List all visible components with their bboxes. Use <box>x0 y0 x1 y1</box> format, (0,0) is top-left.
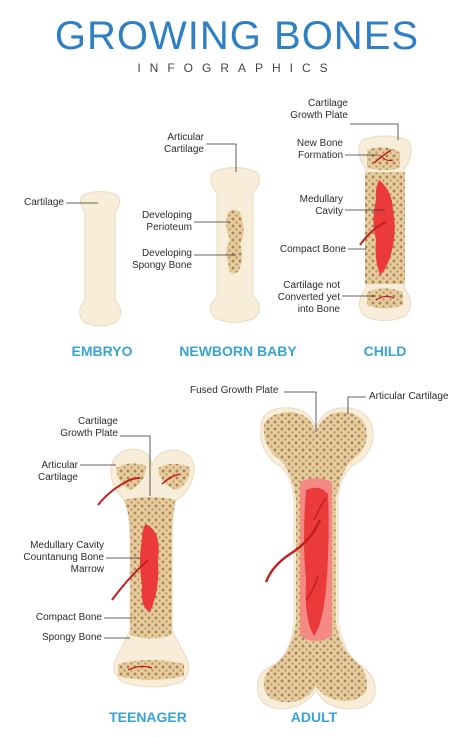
newborn-spongy-line2: Spongy Bone <box>131 260 192 271</box>
newborn-articular-label: Articular Cartilage <box>140 132 204 156</box>
teen-articular-label: Articular Cartilage <box>20 460 78 484</box>
newborn-perioteum-line2: Perioteum <box>146 222 192 233</box>
adult-bone <box>256 407 376 710</box>
teenager-bone <box>97 448 195 688</box>
newborn-spongy-line1: Developing <box>141 248 192 259</box>
child-newbone-label: New Bone Formation <box>278 138 343 162</box>
child-growth-line2: Growth Plate <box>290 110 348 121</box>
child-medullary-line2: Cavity <box>315 206 343 217</box>
newborn-articular-pointer <box>206 143 237 172</box>
child-notconv-label: Cartilage not Converted yet into Bone <box>268 280 340 316</box>
child-newbone-line1: New Bone <box>296 138 343 149</box>
page-title: GROWING BONES <box>54 14 420 58</box>
teen-medullary-line1: Medullary Cavity <box>30 540 104 551</box>
adult-articular-pointer <box>347 396 366 414</box>
child-newbone-line2: Formation <box>297 150 343 161</box>
child-notconv-line3: into Bone <box>297 304 340 315</box>
teen-growth-label: Cartilage Growth Plate <box>44 416 118 440</box>
newborn-perioteum-label: Developing Perioteum <box>126 210 192 234</box>
stage-newborn: NEWBORN BABY <box>179 343 297 359</box>
newborn-articular-line2: Cartilage <box>163 144 204 155</box>
stage-teenager: TEENAGER <box>109 709 187 725</box>
adult-articular-label: Articular Cartilage <box>369 391 449 402</box>
teen-growth-line2: Growth Plate <box>60 428 118 439</box>
child-notconv-line1: Cartilage not <box>283 280 340 291</box>
stage-embryo: EMBRYO <box>71 343 133 359</box>
stage-child: CHILD <box>363 343 407 359</box>
teen-medullary-line2: Countanung Bone <box>23 552 104 563</box>
child-bone <box>358 135 412 321</box>
teen-medullary-label: Medullary Cavity Countanung Bone Marrow <box>8 540 104 576</box>
child-medullary-line1: Medullary <box>299 194 343 205</box>
child-medullary-label: Medullary Cavity <box>283 194 343 218</box>
newborn-bone <box>210 167 260 323</box>
teen-growth-pointer <box>120 435 151 496</box>
child-compact-label: Compact Bone <box>279 244 346 255</box>
adult-fused-label: Fused Growth Plate <box>190 385 279 396</box>
page-subtitle: INFOGRAPHICS <box>137 61 337 75</box>
embryo-bone <box>79 191 122 327</box>
teen-medullary-line3: Marrow <box>70 564 104 575</box>
teen-articular-line1: Articular <box>41 460 78 471</box>
child-growth-line1: Cartilage <box>307 98 348 109</box>
teen-spongy-label: Spongy Bone <box>41 632 102 643</box>
newborn-perioteum-line1: Developing <box>141 210 192 221</box>
newborn-articular-line1: Articular <box>167 132 204 143</box>
child-growth-label: Cartilage Growth Plate <box>274 98 348 122</box>
embryo-cartilage-label: Cartilage <box>23 197 64 208</box>
teen-articular-line2: Cartilage <box>37 472 78 483</box>
child-growth-pointer <box>350 123 399 140</box>
adult-fused-pointer <box>284 391 317 432</box>
child-notconv-line2: Converted yet <box>277 292 340 303</box>
teen-compact-label: Compact Bone <box>35 612 102 623</box>
teen-growth-line1: Cartilage <box>77 416 118 427</box>
stage-adult: ADULT <box>290 709 338 725</box>
newborn-spongy-label: Developing Spongy Bone <box>120 248 192 272</box>
